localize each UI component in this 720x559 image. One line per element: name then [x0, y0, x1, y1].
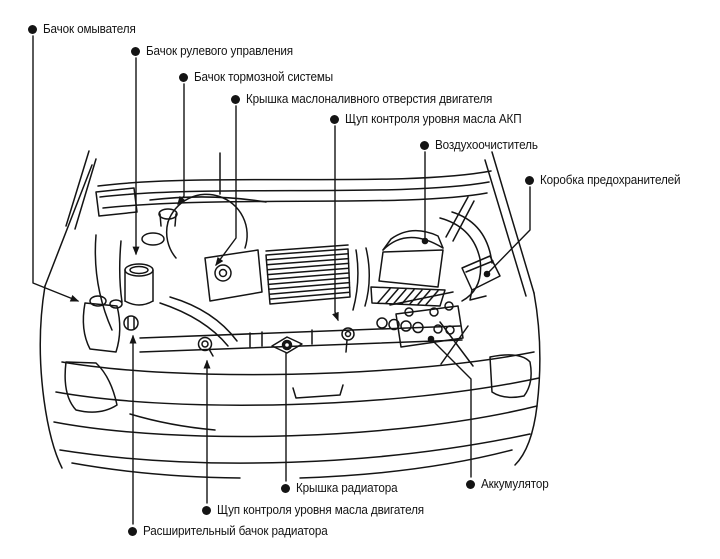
- label-battery: Аккумулятор: [466, 475, 556, 493]
- bullet-icon: [131, 46, 140, 56]
- engine-valve-cover: [204, 249, 263, 302]
- label-text: Крышка маслоналивного отверстия двигател…: [246, 91, 493, 106]
- leader-brake-reservoir: [177, 83, 186, 206]
- bullet-icon: [281, 483, 290, 493]
- bullet-icon: [128, 526, 137, 536]
- label-text: Бачок рулевого управления: [146, 43, 294, 58]
- label-text: Воздухоочиститель: [435, 137, 538, 152]
- air-cleaner-drawing: [370, 230, 454, 307]
- car-body-outline: [39, 150, 541, 469]
- label-text: Бачок омывателя: [43, 21, 136, 36]
- label-brake-reservoir: Бачок тормозной системы: [179, 68, 348, 86]
- washer-reservoir-drawing: [82, 295, 123, 353]
- expansion-tank-drawing: [123, 315, 139, 331]
- battery-drawing: [395, 301, 474, 367]
- leader-lines: [32, 35, 531, 525]
- leader-battery: [427, 335, 472, 478]
- bullet-icon: [202, 505, 211, 515]
- radiator-hose: [159, 296, 238, 347]
- label-text: Крышка радиатора: [296, 480, 398, 495]
- bullet-icon: [466, 479, 475, 489]
- label-text: Щуп контроля уровня масла АКП: [345, 111, 522, 126]
- leader-fuse-box: [483, 186, 531, 278]
- bullet-icon: [330, 114, 339, 124]
- leader-atf-dipstick: [332, 125, 339, 322]
- label-text: Щуп контроля уровня масла двигателя: [217, 502, 425, 517]
- leader-oil-filler-cap: [215, 105, 237, 267]
- power-steering-reservoir: [124, 263, 154, 306]
- engine-center-details: [352, 247, 455, 335]
- label-steering-reservoir: Бачок рулевого управления: [131, 42, 309, 60]
- engine-oil-dipstick-drawing: [197, 336, 214, 357]
- inner-bay-structure: [94, 196, 493, 353]
- leader-washer-reservoir: [32, 35, 80, 302]
- front-bumper-grille: [53, 351, 540, 479]
- label-oil-filler-cap: Крышка маслоналивного отверстия двигател…: [231, 90, 520, 108]
- bullet-icon: [179, 72, 188, 82]
- ribbed-intake-cover: [265, 244, 351, 305]
- radiator-cap-drawing: [271, 336, 303, 354]
- label-washer-reservoir: Бачок омывателя: [28, 20, 146, 38]
- brake-master-cylinder: [141, 193, 248, 259]
- label-radiator-cap: Крышка радиатора: [281, 479, 409, 497]
- label-text: Коробка предохранителей: [540, 172, 681, 187]
- bullet-icon: [28, 24, 37, 34]
- label-fuse-box: Коробка предохранителей: [525, 171, 696, 189]
- label-text: Расширительный бачок радиатора: [143, 523, 328, 538]
- label-text: Аккумулятор: [481, 476, 549, 491]
- label-text: Бачок тормозной системы: [194, 69, 334, 84]
- atf-dipstick-drawing: [341, 327, 355, 353]
- fuse-box-drawing: [461, 255, 501, 301]
- label-air-cleaner: Воздухоочиститель: [420, 136, 549, 154]
- label-expansion-tank: Расширительный бачок радиатора: [128, 522, 348, 540]
- bullet-icon: [525, 175, 534, 185]
- label-engine-oil-dipstick: Щуп контроля уровня масла двигателя: [202, 501, 447, 519]
- bullet-icon: [231, 94, 240, 104]
- bullet-icon: [420, 140, 429, 150]
- label-atf-dipstick: Щуп контроля уровня масла АКП: [330, 110, 541, 128]
